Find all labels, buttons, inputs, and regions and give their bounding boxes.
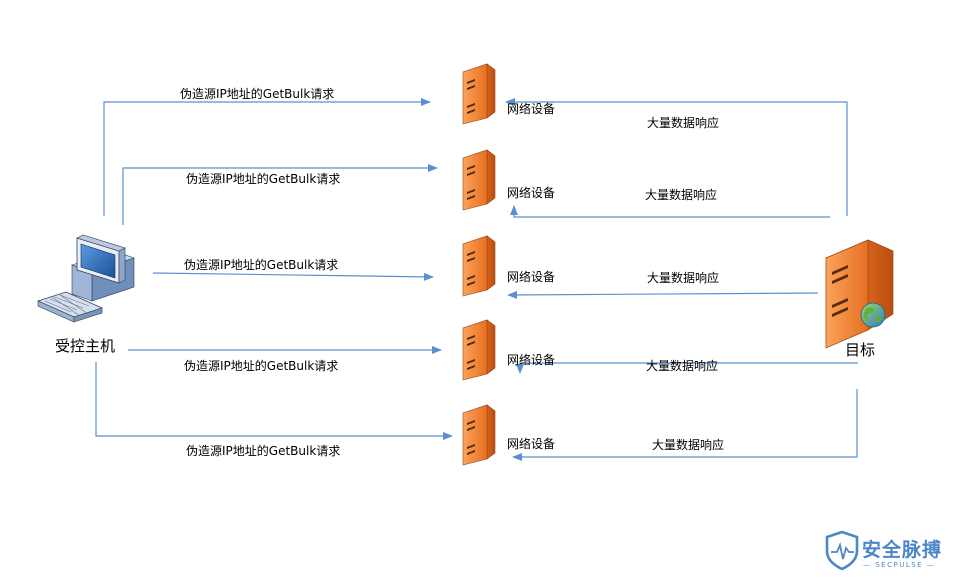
watermark-title: 安全脉搏 — [862, 538, 942, 561]
network-device-2: 网络设备 — [462, 149, 555, 211]
server-icon — [462, 235, 496, 297]
request-label: 伪造源IP地址的GetBulk请求 — [184, 358, 338, 373]
server-icon — [462, 63, 496, 125]
controlled-host: 受控主机 — [37, 234, 135, 355]
response-labels: 大量数据响应 大量数据响应 大量数据响应 大量数据响应 大量数据响应 — [645, 115, 724, 452]
network-device-label: 网络设备 — [507, 269, 555, 284]
request-path-2 — [122, 164, 438, 225]
response-path-2 — [510, 205, 830, 218]
watermark-subtitle: — SECPULSE — — [863, 561, 935, 569]
response-label: 大量数据响应 — [652, 437, 724, 452]
response-path-4 — [516, 362, 858, 374]
shield-pulse-icon — [825, 530, 859, 571]
response-label: 大量数据响应 — [646, 358, 718, 373]
target: 目标 — [825, 239, 894, 359]
request-label: 伪造源IP地址的GetBulk请求 — [186, 171, 340, 186]
server-icon — [462, 149, 496, 211]
globe-icon — [860, 302, 886, 328]
network-device-3: 网络设备 — [462, 235, 555, 297]
response-path-1 — [505, 98, 848, 216]
response-path-3 — [507, 290, 819, 299]
network-device-label: 网络设备 — [507, 185, 555, 200]
request-path-1 — [103, 98, 431, 216]
controlled-host-label: 受控主机 — [55, 337, 115, 355]
response-label: 大量数据响应 — [647, 270, 719, 285]
response-path-5 — [512, 389, 858, 461]
response-label: 大量数据响应 — [645, 187, 717, 202]
response-label: 大量数据响应 — [647, 115, 719, 130]
server-icon — [462, 404, 496, 466]
network-device-5: 网络设备 — [462, 404, 555, 466]
connectors — [95, 98, 858, 461]
target-label: 目标 — [845, 341, 875, 359]
network-device-4: 网络设备 — [462, 319, 555, 381]
network-devices: 网络设备 网络设备 网络设备 网络设备 网络设备 — [462, 63, 555, 466]
request-label: 伪造源IP地址的GetBulk请求 — [180, 86, 334, 101]
watermark: 安全脉搏 — SECPULSE — — [825, 530, 942, 571]
request-path-5 — [95, 362, 453, 440]
network-device-label: 网络设备 — [507, 101, 555, 116]
target-server-icon — [825, 239, 894, 349]
request-path-3 — [152, 272, 434, 281]
request-label: 伪造源IP地址的GetBulk请求 — [186, 443, 340, 458]
computer-icon — [37, 234, 135, 323]
request-labels: 伪造源IP地址的GetBulk请求 伪造源IP地址的GetBulk请求 伪造源I… — [180, 86, 340, 458]
server-icon — [462, 319, 496, 381]
network-device-label: 网络设备 — [507, 352, 555, 367]
network-device-label: 网络设备 — [507, 436, 555, 451]
network-device-1: 网络设备 — [462, 63, 555, 125]
request-label: 伪造源IP地址的GetBulk请求 — [184, 257, 338, 272]
